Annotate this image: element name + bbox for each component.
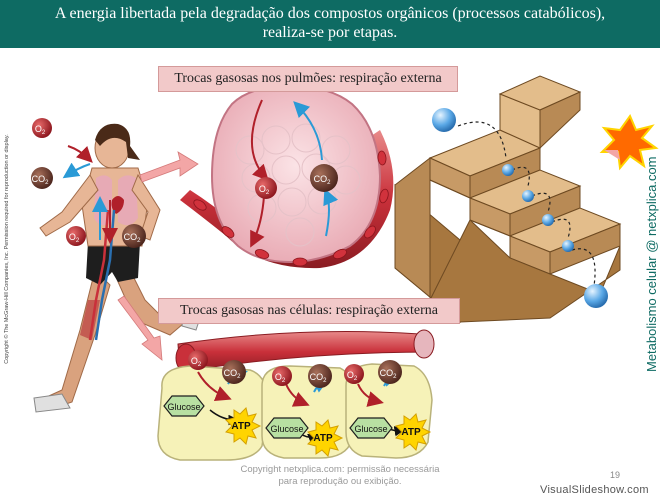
alveolus-illustration	[180, 67, 394, 269]
callout-arrow-cells	[117, 295, 163, 361]
atp-label-2: ATP	[313, 433, 333, 444]
energy-starburst-icon	[599, 113, 659, 171]
cells-exchange-label: Trocas gasosas nas células: respiração e…	[158, 298, 460, 324]
energy-sphere-step-2	[522, 190, 534, 202]
co2-text: CO	[32, 174, 46, 184]
svg-text:CO2: CO2	[224, 368, 242, 380]
alveolus-o2-arrow	[251, 99, 269, 181]
svg-text:O2: O2	[191, 356, 202, 368]
ball-path-3	[531, 192, 551, 213]
atp-burst-3: ATP	[395, 413, 432, 451]
cell-capillary-illustration	[157, 329, 435, 461]
side-title: Metabolismo celular @ netxplica.com	[644, 156, 659, 372]
svg-text:CO2: CO2	[310, 372, 328, 384]
svg-text:O2: O2	[259, 184, 270, 196]
o2-text: O	[69, 232, 76, 242]
o2-molecule-runner-head: O2	[32, 118, 52, 138]
copyright-notice: Copyright netxplica.com: permissão neces…	[240, 464, 440, 487]
glucose-label-3: Glucose	[354, 424, 387, 434]
alveolus-co2-out-arrow	[293, 101, 323, 161]
alveolus-o2-to-blood-arrow	[250, 195, 265, 248]
co2-text: CO	[224, 368, 238, 378]
o2-subscript: 2	[198, 362, 202, 368]
exhale-co2-arrow	[62, 162, 91, 179]
o2-text: O	[347, 370, 354, 380]
co2-subscript: 2	[393, 374, 397, 380]
glucose-molecule-3: Glucose	[349, 417, 393, 439]
glucose-molecule-2: Glucose	[265, 417, 309, 439]
o2-molecule-alveolus: O2	[255, 177, 277, 199]
ball-path-1	[457, 121, 507, 159]
o2-molecule-cell-2: O2	[272, 366, 292, 386]
o2-subscript: 2	[76, 238, 80, 244]
energy-sphere-step-1	[502, 164, 514, 176]
o2-subscript: 2	[42, 130, 46, 136]
co2-molecule-cell-1: CO2	[222, 360, 246, 384]
atp-label-1: ATP	[231, 421, 251, 432]
svg-text:CO2: CO2	[124, 232, 142, 244]
glucose-label-2: Glucose	[270, 424, 303, 434]
alveolus-co2-from-blood-arrow	[323, 188, 339, 237]
co2-text: CO	[380, 368, 394, 378]
o2-molecule-cell-1: O2	[188, 350, 208, 370]
watermark: VisualSlideshow.com	[540, 484, 649, 496]
energy-staircase	[394, 75, 622, 324]
co2-subscript: 2	[327, 180, 331, 186]
atp-label-3: ATP	[401, 427, 421, 438]
co2-molecule-cell-3: CO2	[378, 360, 402, 384]
o2-subscript: 2	[266, 190, 270, 196]
co2-subscript: 2	[237, 374, 241, 380]
callout-arrow-lungs	[139, 151, 199, 183]
svg-text:CO2: CO2	[32, 174, 50, 186]
page-number: 19	[610, 470, 621, 480]
o2-subscript: 2	[354, 376, 358, 382]
o2-subscript: 2	[282, 378, 286, 384]
svg-text:O2: O2	[35, 124, 46, 136]
co2-text: CO	[310, 372, 324, 382]
glucose-molecule-1: Glucose	[163, 395, 205, 417]
co2-subscript: 2	[137, 238, 141, 244]
co2-molecule-cell-2: CO2	[308, 364, 332, 388]
slide-header: A energia libertada pela degradação dos …	[0, 0, 660, 48]
o2-text: O	[259, 184, 266, 194]
header-line-2: realiza-se por etapas.	[262, 24, 398, 41]
o2-text: O	[275, 372, 282, 382]
energy-sphere-bottom	[584, 284, 608, 308]
svg-text:CO2: CO2	[380, 368, 398, 380]
co2-molecule-alveolus: CO2	[310, 164, 338, 192]
o2-text: O	[35, 124, 42, 134]
cell1-o2-arrow	[197, 371, 232, 401]
ball-path-4	[551, 218, 571, 239]
lungs-exchange-label: Trocas gasosas nos pulmões: respiração e…	[158, 66, 458, 92]
co2-text: CO	[314, 174, 328, 184]
co2-subscript: 2	[323, 378, 327, 384]
svg-text:O2: O2	[275, 372, 286, 384]
atp-burst-2: ATP	[307, 419, 344, 457]
runner-figure	[33, 123, 201, 413]
energy-release-wedge	[604, 150, 620, 160]
svg-text:O2: O2	[69, 232, 80, 244]
header-line-1: A energia libertada pela degradação dos …	[54, 5, 606, 22]
energy-sphere-step-3	[542, 214, 554, 226]
o2-text: O	[191, 356, 198, 366]
co2-text: CO	[124, 232, 138, 242]
energy-sphere-step-4	[562, 240, 574, 252]
atp-burst-1: ATP	[225, 407, 262, 445]
o2-molecule-runner-body: O2	[66, 226, 86, 246]
co2-molecule-runner-head: CO2	[31, 167, 53, 189]
energy-sphere-top	[432, 108, 456, 132]
glucose-label-1: Glucose	[167, 402, 200, 412]
o2-molecule-cell-3: O2	[344, 364, 364, 384]
cell2-o2-arrow	[285, 383, 310, 407]
svg-text:O2: O2	[347, 370, 358, 382]
svg-text:CO2: CO2	[314, 174, 332, 186]
cell3-o2-arrow	[357, 383, 384, 407]
co2-subscript: 2	[45, 180, 49, 186]
co2-molecule-runner-body: CO2	[122, 224, 146, 248]
inhale-o2-arrow	[67, 145, 93, 163]
